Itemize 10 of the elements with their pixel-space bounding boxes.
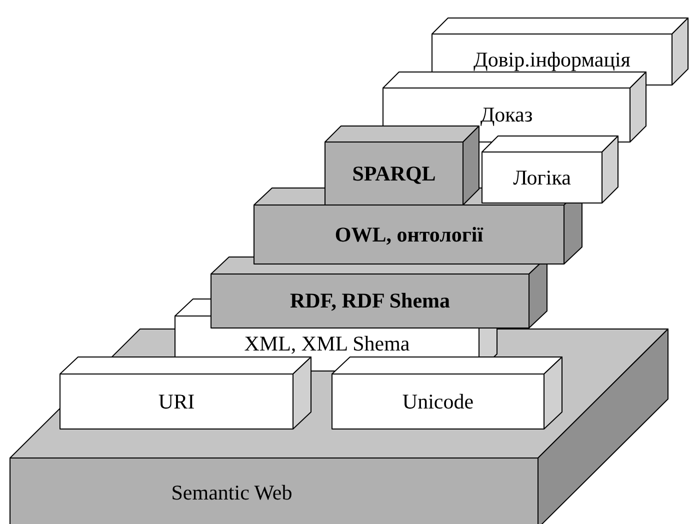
layer-label: Semantic Web xyxy=(171,482,292,504)
layer-label: Довір.інформація xyxy=(474,49,630,70)
layer-label: Логіка xyxy=(513,167,571,188)
layer-label: XML, XML Shema xyxy=(244,333,410,354)
layer-label: URI xyxy=(158,391,195,412)
layer-label: Доказ xyxy=(480,104,533,126)
layer-label: SPARQL xyxy=(352,163,436,184)
layer-label: OWL, онтології xyxy=(334,224,484,245)
layer-label: Unicode xyxy=(402,391,474,412)
layer-label: RDF, RDF Shema xyxy=(290,290,450,312)
